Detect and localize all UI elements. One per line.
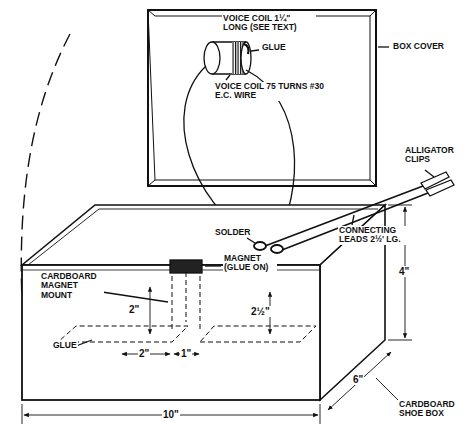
solder-joint — [254, 242, 266, 250]
box-cover — [148, 10, 376, 186]
cover-rim — [148, 10, 370, 180]
part-label: CONNECTING LEADS 2½' LG. — [338, 226, 414, 245]
part-label: GLUE — [52, 341, 78, 350]
dimension-label: 2½" — [250, 306, 271, 317]
part-label: ALLIGATOR CLIPS — [404, 146, 458, 165]
lead — [282, 193, 428, 250]
part-label: CARDBOARD SHOE BOX — [398, 400, 462, 419]
dimension-label: 1" — [180, 348, 192, 359]
part-label: BOX COVER — [392, 42, 445, 51]
alligator-clip — [426, 180, 454, 196]
leader — [226, 75, 230, 80]
part-label: MAGNET (GLUE ON) — [223, 254, 277, 273]
part-label: VOICE COIL 1¼" LONG (SEE TEXT) — [222, 14, 316, 33]
leader — [76, 340, 92, 346]
leader — [102, 292, 168, 302]
leader — [247, 238, 255, 243]
part-label: VOICE COIL 75 TURNS #30 E.C. WIRE — [214, 82, 334, 101]
coil-end — [241, 42, 251, 74]
solder-joint — [271, 245, 283, 253]
part-label: CARDBOARD MAGNET MOUNT — [40, 272, 104, 300]
lead — [265, 186, 423, 246]
leader — [205, 265, 221, 266]
leader — [378, 46, 389, 47]
leader — [352, 215, 354, 225]
dimension-label: 10" — [162, 409, 180, 420]
box-front — [22, 265, 320, 400]
dimension-label: 2" — [128, 304, 140, 315]
dimension-label: 2" — [138, 348, 150, 359]
dimension-label: 6" — [352, 374, 364, 385]
part-label: SOLDER — [214, 228, 251, 237]
glue-blob — [244, 44, 249, 54]
magnet — [170, 260, 202, 273]
coil-front — [204, 42, 220, 74]
part-label: GLUE — [261, 43, 287, 52]
leader — [251, 50, 259, 51]
dimension-label: 4" — [398, 266, 410, 277]
leader — [425, 170, 434, 177]
